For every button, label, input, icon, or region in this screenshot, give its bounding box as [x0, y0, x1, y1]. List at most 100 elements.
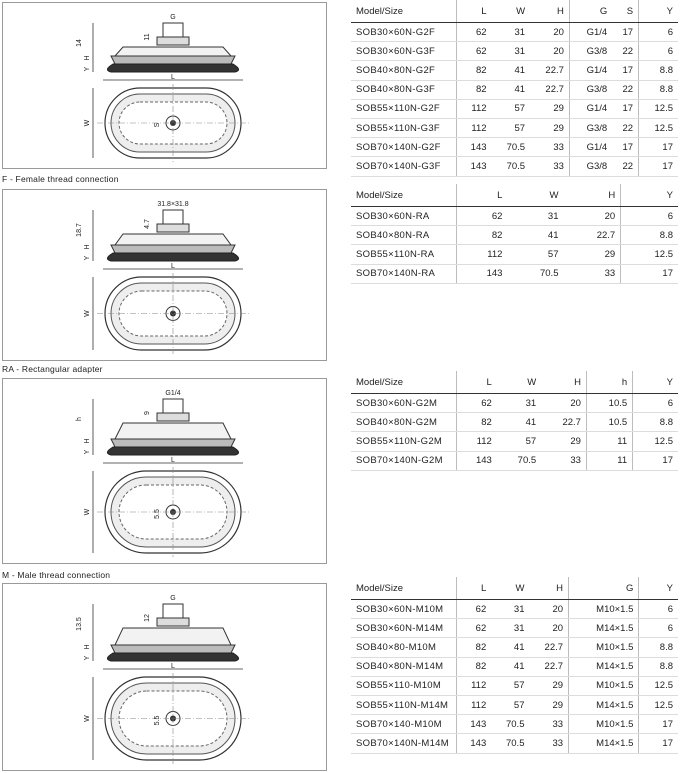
cell-model: SOB55×110-M10M: [351, 676, 457, 696]
center-hole: [170, 310, 176, 317]
column-header-l: L: [456, 577, 492, 600]
cell-w: 70.5: [496, 451, 542, 471]
cell-s: 17: [612, 99, 639, 119]
cell-model: SOB70×140N-M14M: [351, 733, 457, 754]
cell-w: 41: [491, 60, 531, 81]
cell-w: 57: [491, 118, 531, 139]
caption-rectangular: RA - Rectangular adapter: [2, 364, 103, 374]
dim-label-side2: 12: [144, 614, 151, 622]
dim-label-side2: 4.7: [144, 219, 151, 229]
cup-seal: [107, 63, 239, 73]
cell-w: 41: [491, 657, 530, 677]
cup-seal: [107, 652, 239, 662]
cup-body: [113, 46, 233, 57]
dim-label-s: S: [154, 122, 161, 127]
cup-body: [114, 627, 232, 646]
dim-label-side2: 9: [144, 411, 151, 415]
cell-g: G1/4: [568, 137, 613, 158]
cell-g: G1/4: [568, 22, 613, 43]
dim-label-y: Y: [84, 255, 91, 260]
fitting: [162, 22, 184, 38]
column-header-h: H: [529, 577, 569, 600]
cell-w: 57: [507, 244, 564, 265]
cell-w: 41: [496, 412, 542, 433]
cell-g: G3/8: [568, 118, 613, 139]
cell-y: 17: [638, 714, 678, 735]
cell-model: SOB40×80N-G2M: [351, 412, 457, 433]
cell-h: 29: [541, 431, 587, 452]
cell-h: 20: [529, 618, 569, 639]
dim-label-w: W: [84, 715, 91, 722]
column-header-model: Model/Size: [351, 0, 457, 23]
side-view: [92, 603, 243, 670]
column-header-model: Model/Size: [351, 371, 457, 394]
dim-label-h: H: [84, 438, 91, 443]
cup-body: [114, 233, 232, 246]
dim-label-w: W: [84, 508, 91, 515]
cell-h: 22.7: [530, 60, 570, 81]
dim-label-w: W: [84, 119, 91, 126]
cell-g: M14×1.5: [568, 618, 639, 639]
cell-model: SOB55×110N-G2M: [351, 431, 457, 452]
cell-h: 22.7: [541, 412, 587, 433]
cell-h: 22.7: [529, 637, 569, 658]
fitting: [162, 603, 184, 619]
cell-y: 6: [638, 599, 678, 620]
cell-h: 33: [529, 714, 569, 735]
cell-h: 29: [530, 99, 570, 119]
dim-label-h: H: [84, 644, 91, 649]
cell-w: 57: [491, 676, 530, 696]
cell-g: M10×1.5: [568, 714, 639, 735]
cell-l: 62: [456, 618, 492, 639]
cell-model: SOB70×140N-G2M: [351, 451, 457, 471]
column-header-g: G: [568, 577, 639, 600]
cell-y: 12.5: [638, 99, 678, 119]
cell-l: 143: [455, 137, 492, 158]
cell-h: 33: [530, 156, 570, 177]
cell-g: M10×1.5: [568, 676, 639, 696]
cell-l: 112: [456, 695, 492, 716]
cell-model: SOB70×140N-RA: [351, 264, 457, 284]
cell-l: 62: [455, 393, 497, 414]
column-header-y: Y: [638, 577, 678, 600]
cell-l: 82: [455, 60, 492, 81]
cell-model: SOB55×110N-RA: [351, 244, 457, 265]
fitting-nut: [156, 36, 190, 46]
cell-model: SOB30×60N-G3F: [351, 41, 457, 62]
cell-l: 143: [456, 714, 492, 735]
cell-h: 29: [563, 244, 621, 265]
dim-label-top: G1/4: [165, 390, 180, 397]
cell-g: M10×1.5: [568, 637, 639, 658]
dim-label-top: G: [170, 14, 175, 21]
cell-model: SOB40×80N-G2F: [351, 60, 457, 81]
cell-h: 20: [541, 393, 587, 414]
cell-h: 29: [529, 695, 569, 716]
cell-w: 31: [491, 618, 530, 639]
dim-label-y: Y: [84, 66, 91, 71]
dim-label-top: G: [170, 595, 175, 602]
cell-w: 41: [507, 225, 564, 246]
column-header-l: L: [455, 0, 492, 23]
cell-w: 31: [491, 599, 530, 620]
cell-y: 6: [638, 22, 678, 43]
cell-w: 31: [507, 206, 564, 227]
dim-label-l: L: [171, 457, 175, 464]
column-header-w: W: [496, 371, 542, 394]
cup-lip: [110, 438, 236, 448]
